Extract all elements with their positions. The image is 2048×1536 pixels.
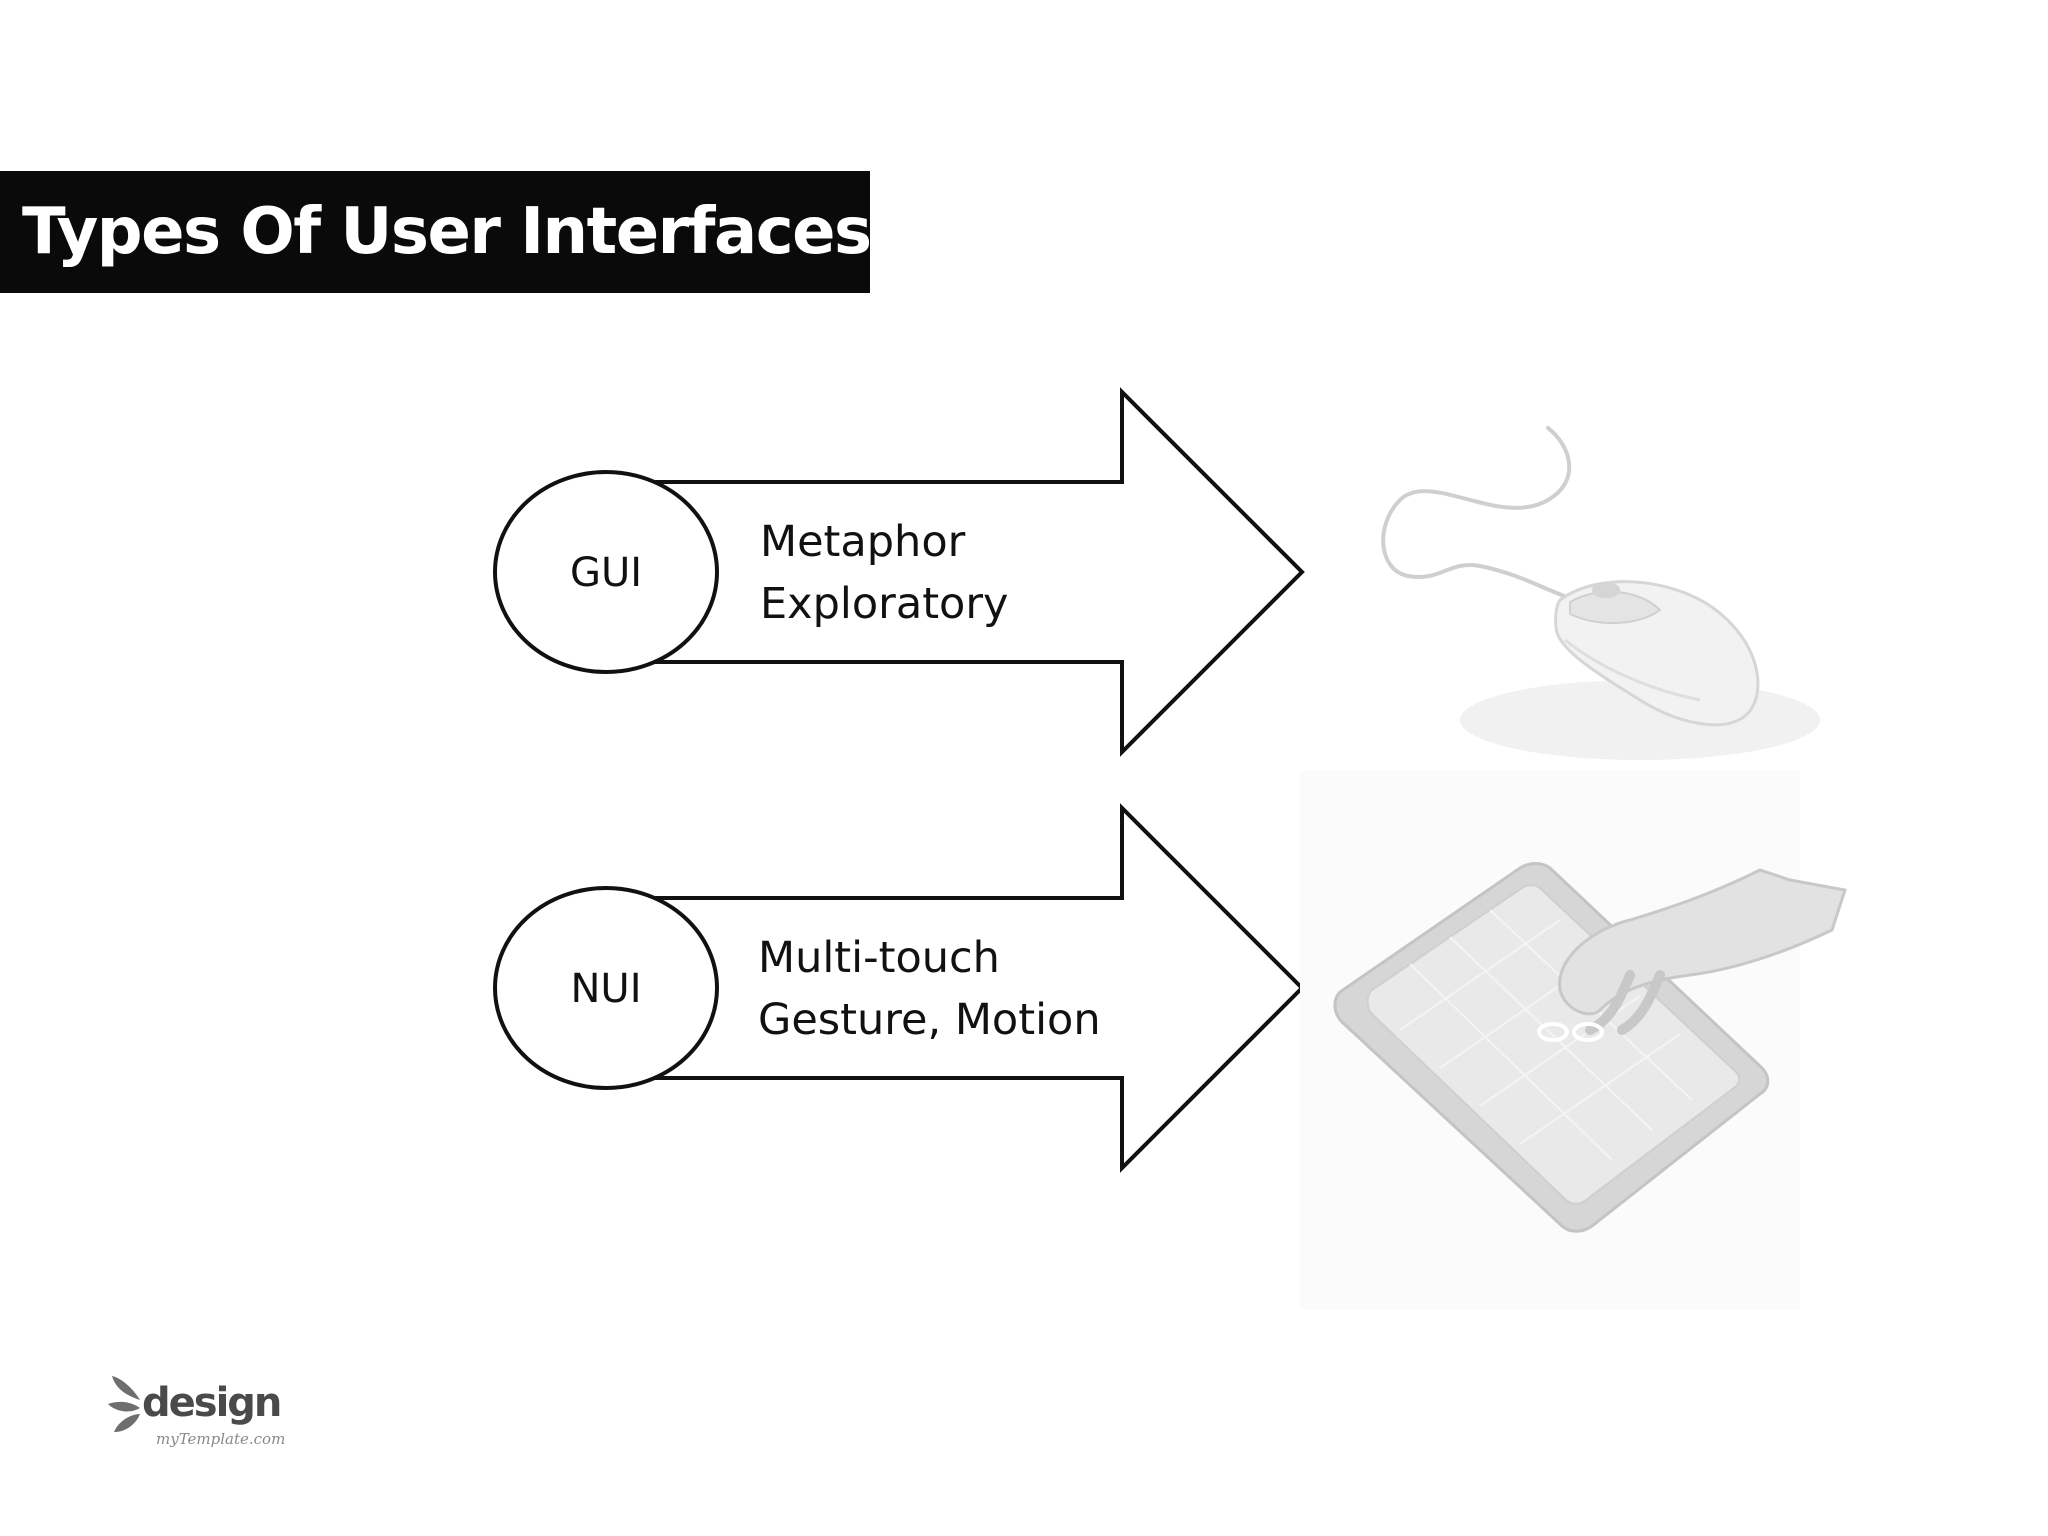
nui-line-2: Gesture, Motion <box>758 995 1101 1045</box>
nui-label: NUI <box>571 966 642 1012</box>
gui-circle <box>493 470 719 674</box>
touch-tablet-hand-icon <box>1300 770 1847 1310</box>
nui-arrow <box>650 803 1305 1173</box>
nui-line-1: Multi-touch <box>758 933 1000 983</box>
logo-word: design <box>142 1380 280 1426</box>
logo-mark-icon <box>108 1376 140 1432</box>
gui-row: GUI Metaphor Exploratory <box>493 387 1305 757</box>
computer-mouse-icon <box>1381 426 1820 760</box>
gui-arrow <box>650 387 1305 757</box>
gui-label: GUI <box>570 550 642 596</box>
nui-circle <box>493 886 719 1090</box>
logo-tagline: myTemplate.com <box>156 1430 285 1448</box>
nui-row: NUI Multi-touch Gesture, Motion <box>493 803 1305 1173</box>
slide-title: Types Of User Interfaces <box>22 195 872 269</box>
gui-line-1: Metaphor <box>760 517 966 567</box>
gui-line-2: Exploratory <box>760 579 1009 629</box>
title-bar: Types Of User Interfaces <box>0 171 872 293</box>
design-logo: design myTemplate.com <box>108 1368 318 1458</box>
